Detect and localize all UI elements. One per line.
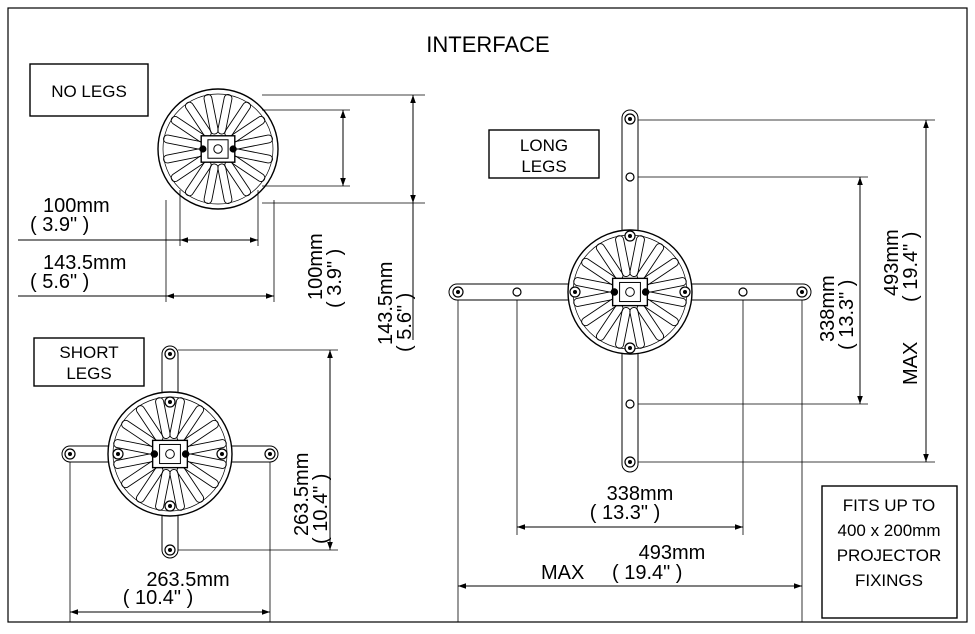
plate-slot (185, 101, 212, 138)
long-legs-inner-height-in: ( 13.3" ) (836, 280, 858, 350)
plate-slot (176, 466, 205, 503)
plate-slot (615, 307, 631, 349)
plate-slot (135, 405, 164, 442)
short-legs-view: SHORT LEGS 263.5mm ( 10.4" ) 263.5mm ( 1… (33, 337, 338, 622)
mount-plate-long-legs (567, 229, 693, 355)
long-legs-outer-width-max: MAX (541, 562, 584, 584)
no-legs-outer-height-in: ( 5.6" ) (394, 293, 416, 352)
outer-frame (7, 7, 968, 623)
bolt-hole (625, 399, 635, 409)
bolt-hole (738, 287, 748, 297)
long-legs-outer-height-mm: 493mm (881, 229, 903, 296)
no-legs-label: NO LEGS (51, 82, 127, 101)
short-legs-width-mm: 263.5mm (146, 569, 229, 591)
no-legs-inner-width-mm: 100mm (43, 195, 110, 217)
short-legs-height-mm: 263.5mm (291, 453, 313, 536)
long-legs-outer-width-mm: 493mm (639, 542, 706, 564)
no-legs-outer-height-mm: 143.5mm (375, 262, 397, 345)
plate-slot (155, 469, 171, 511)
plate-slot (629, 235, 645, 277)
plate-slot (169, 469, 185, 511)
no-legs-inner-height-in: ( 3.9" ) (324, 249, 346, 308)
mount-plate-short-legs (107, 391, 233, 517)
long-legs-inner-width-mm: 338mm (607, 483, 674, 505)
plate-slot (217, 94, 233, 135)
long-legs-view: LONG LEGS 338mm ( 13.3" ) 493mm ( 19.4" … (448, 109, 935, 622)
bolt-hole (625, 172, 635, 182)
no-legs-label-box (29, 63, 149, 117)
fits-note-box (821, 485, 958, 619)
plate-slot (203, 163, 219, 204)
long-legs-label-line2: LEGS (521, 157, 566, 176)
plate-slot (636, 304, 665, 341)
plate-slot (615, 235, 631, 277)
plate-slot (217, 163, 233, 204)
fits-note-line3: PROJECTOR (837, 546, 942, 565)
short-legs-bolts (64, 348, 276, 556)
long-legs-inner-width-in: ( 13.3" ) (590, 502, 660, 524)
no-legs-inner-height-mm: 100mm (305, 233, 327, 300)
no-legs-outer-width-mm: 143.5mm (43, 252, 126, 274)
no-legs-outer-width-in: ( 5.6" ) (30, 271, 89, 293)
short-legs-label-box (33, 337, 145, 387)
short-legs-height-in: ( 10.4" ) (310, 474, 332, 544)
no-legs-inner-width-in: ( 3.9" ) (30, 214, 89, 236)
no-legs-view: NO LEGS 100mm ( 3.9" ) 143.5mm ( 5.6" ) … (18, 63, 425, 352)
plate-slot (595, 243, 624, 280)
short-legs-label-line2: LEGS (66, 364, 111, 383)
long-legs-inner-height-mm: 338mm (817, 275, 839, 342)
drawing-title: INTERFACE (426, 32, 549, 57)
fits-note-line1: FITS UP TO (843, 496, 936, 515)
bolt-hole (512, 287, 522, 297)
fits-note: FITS UP TO 400 x 200mm PROJECTOR FIXINGS (821, 485, 958, 619)
long-legs-bolts (452, 113, 808, 468)
long-legs-label-line1: LONG (520, 136, 568, 155)
long-legs-label-box (488, 129, 600, 179)
plate-slot (203, 94, 219, 135)
plate-slot (155, 397, 171, 439)
mount-plate-no-legs (157, 88, 279, 210)
fits-note-line4: FIXINGS (855, 571, 923, 590)
long-legs-outer-height-max: MAX (900, 342, 922, 385)
short-legs-label-line1: SHORT (59, 343, 118, 362)
plate-slot (224, 160, 251, 197)
fits-note-line2: 400 x 200mm (838, 521, 941, 540)
plate-slot (169, 397, 185, 439)
long-legs-outer-width-in: ( 19.4" ) (612, 562, 682, 584)
short-legs-width-in: ( 10.4" ) (123, 587, 193, 609)
plate-slot (629, 307, 645, 349)
long-legs-outer-height-in: ( 19.4" ) (900, 232, 922, 302)
